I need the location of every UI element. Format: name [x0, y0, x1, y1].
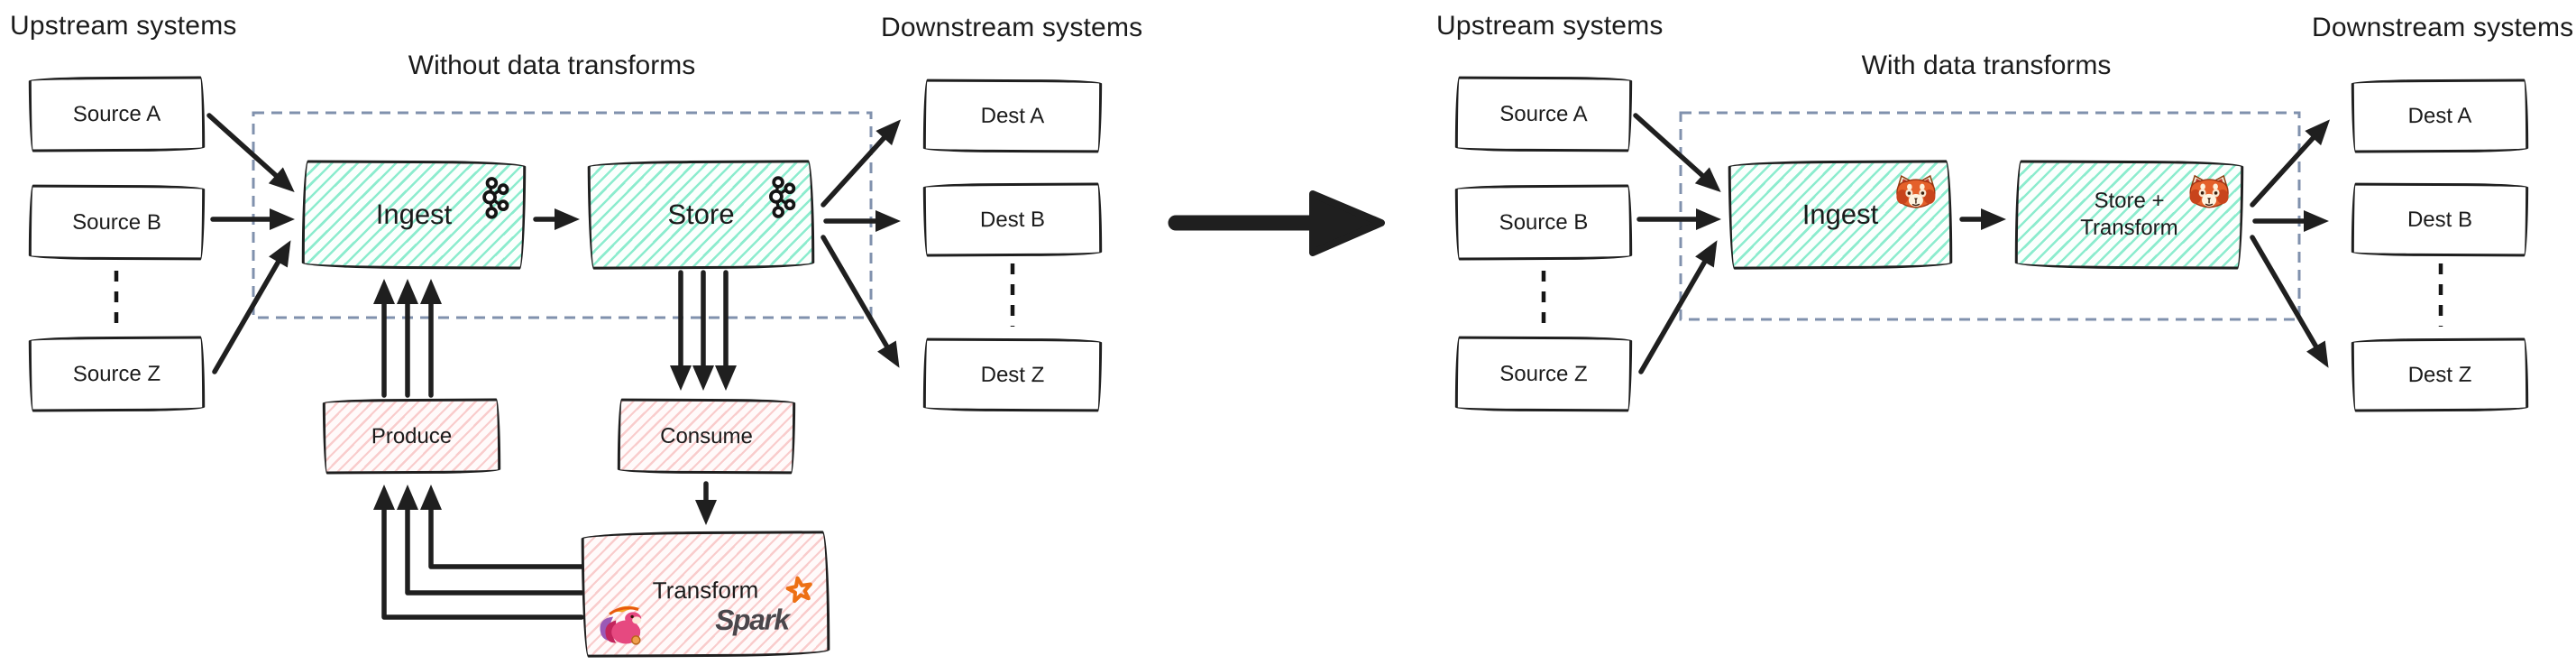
- store-transform-line1: Store +: [2094, 188, 2165, 214]
- red-panda-icon: [2189, 174, 2229, 208]
- dest-b-box-right: Dest B: [2351, 182, 2529, 257]
- ingest-box-right: Ingest: [1728, 160, 1953, 270]
- source-a-box-right: Source A: [1454, 76, 1633, 152]
- left-panel-arrows: [206, 113, 902, 620]
- store-box-left: Store: [587, 160, 815, 270]
- spark-star-icon: [785, 576, 812, 604]
- ingest-label-right: Ingest: [1801, 198, 1879, 230]
- dest-a-box-left: Dest A: [922, 79, 1103, 153]
- dest-a-box-right: Dest A: [2351, 79, 2529, 153]
- pipeline-boundary-dashed-rects: [252, 111, 2301, 321]
- diagram-title-left: Without data transforms: [408, 51, 696, 80]
- ingest-label-left: Ingest: [375, 198, 453, 230]
- big-transition-arrow: [1168, 190, 1385, 256]
- consume-box: Consume: [617, 398, 796, 475]
- diagram-title-right: With data transforms: [1861, 51, 2112, 80]
- source-a-box-left: Source A: [28, 76, 206, 152]
- kafka-icon: [482, 177, 509, 219]
- ingest-box-left: Ingest: [301, 160, 527, 270]
- dest-b-box-left: Dest B: [922, 182, 1103, 257]
- spark-logo: Spark: [715, 576, 812, 638]
- source-b-box-left: Source B: [28, 184, 206, 261]
- source-z-box-right: Source Z: [1454, 336, 1633, 412]
- kafka-icon: [769, 176, 796, 218]
- source-z-box-left: Source Z: [28, 336, 206, 412]
- spark-wordmark: Spark: [715, 603, 789, 636]
- upstream-systems-label-right: Upstream systems: [1436, 11, 1664, 41]
- right-panel-arrows: [1633, 113, 2331, 374]
- store-transform-label: Store + Transform: [2080, 188, 2178, 242]
- transform-box: Transform Spark: [581, 531, 830, 658]
- red-panda-icon: [1896, 174, 1936, 208]
- flink-squirrel-icon: [600, 605, 642, 645]
- ellipsis-dashed-connectors: [114, 263, 2443, 332]
- store-transform-box-right: Store + Transform: [2014, 160, 2244, 270]
- source-b-box-right: Source B: [1454, 184, 1633, 261]
- upstream-systems-label-left: Upstream systems: [10, 11, 237, 41]
- dest-z-box-right: Dest Z: [2351, 337, 2529, 412]
- downstream-systems-label-right: Downstream systems: [2312, 13, 2574, 42]
- store-label-left: Store: [667, 198, 735, 230]
- downstream-systems-label-left: Downstream systems: [881, 13, 1143, 42]
- store-transform-line2: Transform: [2080, 215, 2178, 241]
- produce-box: Produce: [322, 398, 501, 475]
- dest-z-box-left: Dest Z: [922, 337, 1103, 412]
